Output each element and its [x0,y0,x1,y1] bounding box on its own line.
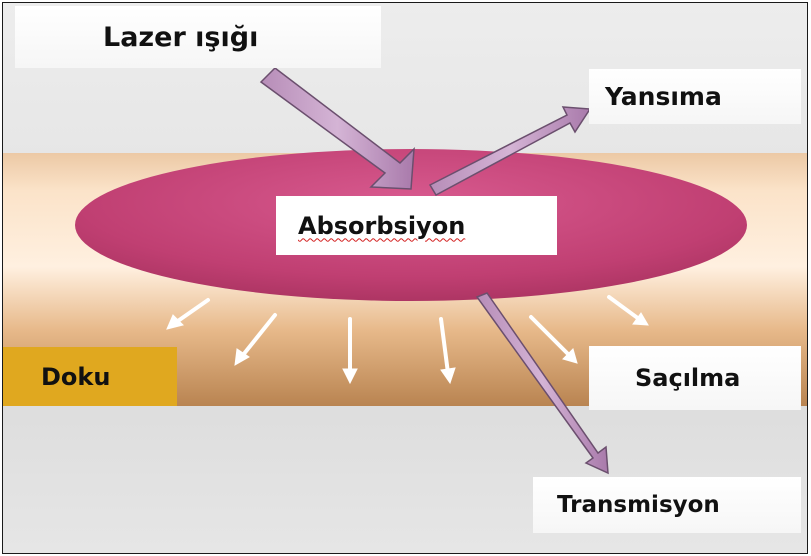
tissue-text: Doku [41,363,110,391]
incoming-laser-label: Lazer ışığı [15,6,381,68]
reflection-label: Yansıma [589,69,801,124]
transmission-text: Transmisyon [557,492,720,518]
incoming-laser-text: Lazer ışığı [103,22,258,53]
scattering-label: Saçılma [589,346,801,410]
tissue-label: Doku [3,347,177,406]
absorption-label: Absorbsiyon [276,196,557,255]
transmission-label: Transmisyon [533,477,801,533]
reflection-text: Yansıma [605,82,722,111]
absorption-text: Absorbsiyon [298,212,465,240]
scattering-text: Saçılma [635,364,740,392]
